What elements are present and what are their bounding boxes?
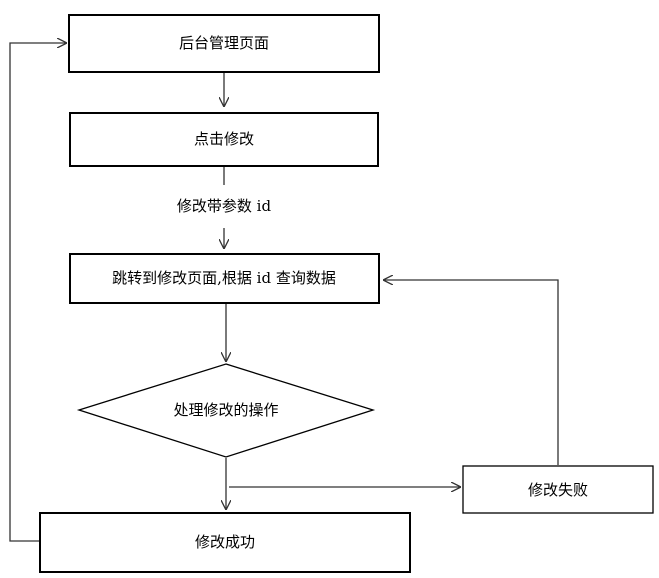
node-edit-failed-label: 修改失败: [528, 481, 588, 499]
node-goto-edit-page: 跳转到修改页面,根据 id 查询数据: [69, 253, 380, 304]
edge-success-to-admin: [9, 43, 67, 542]
node-click-edit: 点击修改: [69, 112, 379, 167]
node-edit-success: 修改成功: [39, 512, 411, 573]
node-admin-page: 后台管理页面: [68, 14, 380, 73]
edge-label-with-id: 修改带参数 id: [177, 197, 272, 215]
edge-failed-to-goto: [383, 280, 559, 465]
decision-process-edit-label: 处理修改的操作: [173, 401, 278, 419]
node-goto-edit-page-label: 跳转到修改页面,根据 id 查询数据: [112, 269, 336, 287]
decision-process-edit: 处理修改的操作: [76, 363, 376, 458]
node-edit-success-label: 修改成功: [195, 533, 255, 551]
node-edit-failed: 修改失败: [462, 465, 654, 514]
node-admin-page-label: 后台管理页面: [179, 34, 269, 52]
node-click-edit-label: 点击修改: [194, 130, 254, 148]
